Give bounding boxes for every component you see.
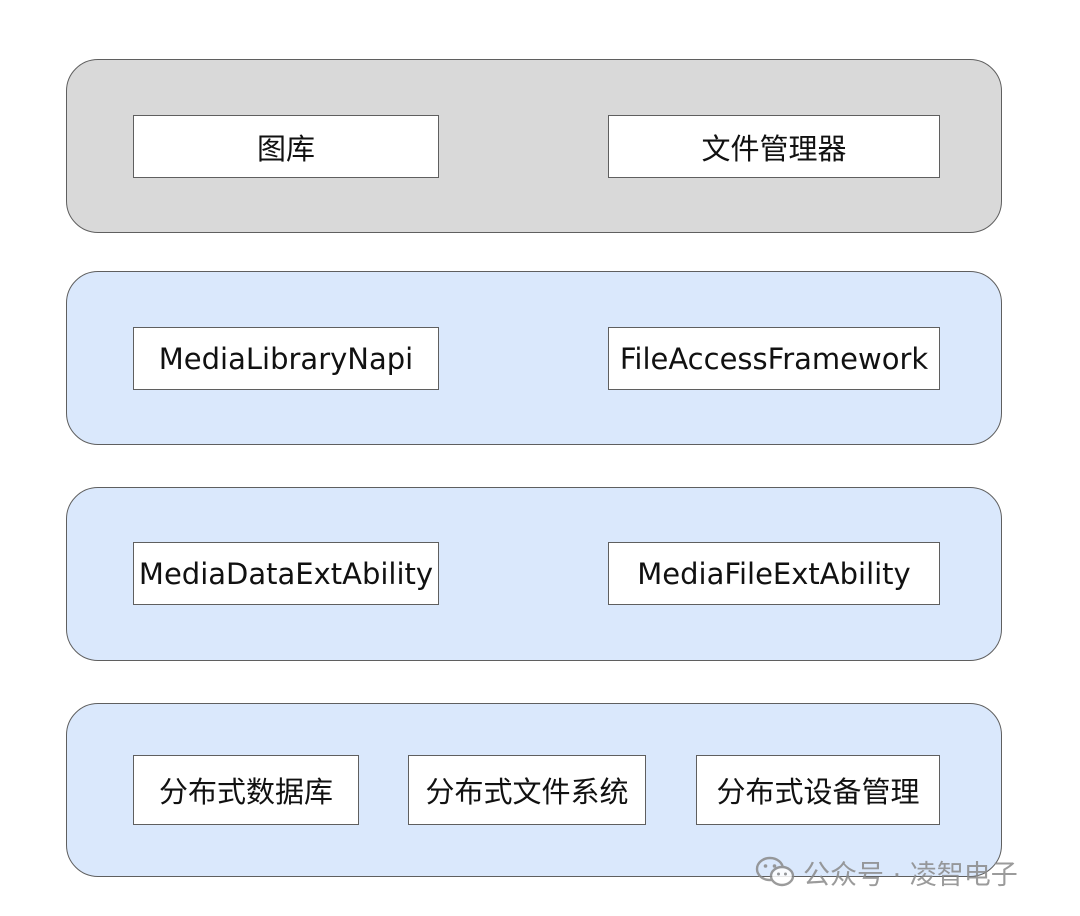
distributed-services-layer: 分布式数据库 分布式文件系统 分布式设备管理 [66, 703, 1002, 877]
framework-layer: MediaLibraryNapi FileAccessFramework [66, 271, 1002, 445]
media-data-ext-ability-box: MediaDataExtAbility [133, 542, 439, 605]
distributed-database-box: 分布式数据库 [133, 755, 359, 825]
extension-ability-layer: MediaDataExtAbility MediaFileExtAbility [66, 487, 1002, 661]
distributed-file-system-box: 分布式文件系统 [408, 755, 646, 825]
gallery-box: 图库 [133, 115, 439, 178]
media-library-napi-box: MediaLibraryNapi [133, 327, 439, 390]
media-file-ext-ability-box: MediaFileExtAbility [608, 542, 940, 605]
file-access-framework-box: FileAccessFramework [608, 327, 940, 390]
watermark: 公众号 · 凌智电子 [755, 852, 1018, 892]
watermark-text: 公众号 · 凌智电子 [803, 859, 1018, 891]
wechat-icon [755, 855, 795, 889]
distributed-device-management-box: 分布式设备管理 [696, 755, 940, 825]
file-manager-box: 文件管理器 [608, 115, 940, 178]
application-layer: 图库 文件管理器 [66, 59, 1002, 233]
